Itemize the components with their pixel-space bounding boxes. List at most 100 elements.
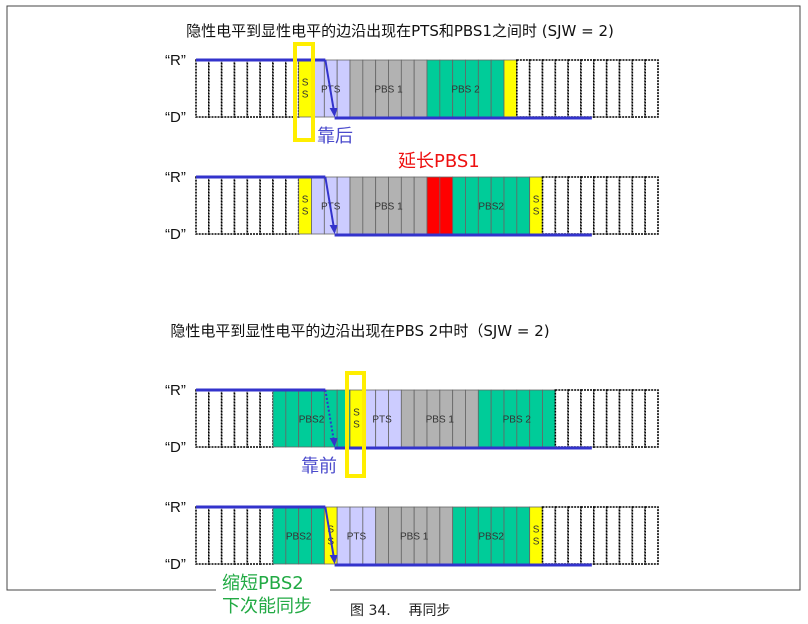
time-quantum-cell	[208, 176, 223, 235]
time-quantum-cell	[426, 506, 441, 565]
time-quantum-cell	[631, 506, 646, 565]
time-quantum-cell	[413, 59, 428, 118]
time-quantum-cell	[400, 59, 415, 118]
time-quantum-cell	[644, 59, 659, 118]
segment-label: PBS2	[478, 532, 504, 543]
segment-label: PBS 2	[451, 85, 480, 96]
time-quantum-cell	[503, 59, 518, 118]
segment-white	[541, 506, 659, 565]
recessive-label: “R”	[165, 499, 186, 516]
arrow-head-icon	[329, 555, 338, 564]
time-quantum-cell	[503, 506, 518, 565]
time-quantum-cell	[542, 389, 556, 448]
time-quantum-cell	[644, 389, 659, 448]
time-quantum-cell	[375, 506, 389, 565]
time-quantum-cell	[618, 506, 634, 565]
segment-label: PBS2	[299, 415, 325, 426]
time-quantum-cell	[644, 176, 659, 235]
segment-pts: PTS	[336, 506, 377, 565]
segment-white	[195, 59, 300, 118]
time-quantum-cell	[272, 59, 287, 118]
time-quantum-cell	[593, 389, 608, 448]
segment-sync	[503, 59, 518, 118]
recessive-label: “R”	[165, 52, 186, 69]
time-quantum-cell	[541, 59, 557, 118]
segment-white	[195, 389, 274, 448]
time-quantum-cell	[605, 59, 621, 118]
dominant-label: “D”	[165, 556, 186, 573]
time-quantum-cell	[246, 389, 261, 448]
time-quantum-cell	[220, 506, 236, 565]
time-quantum-cell	[580, 389, 595, 448]
time-quantum-cell	[233, 389, 249, 448]
time-quantum-cell	[452, 506, 466, 565]
time-quantum-cell	[593, 176, 608, 235]
time-quantum-cell	[233, 506, 249, 565]
time-quantum-cell	[605, 506, 621, 565]
time-quantum-cell	[477, 59, 492, 118]
time-quantum-cell	[631, 389, 646, 448]
segment-pts: PTS	[362, 389, 402, 448]
segment-white	[195, 506, 274, 565]
segment-label: PBS 1	[374, 202, 403, 213]
time-quantum-cell	[580, 59, 595, 118]
segment-pbs2: PBS 2	[477, 389, 556, 448]
edge-transition-line	[324, 389, 336, 446]
segment-pbs1: PBS 1	[375, 506, 454, 565]
time-quantum-cell	[516, 176, 531, 235]
section-title-2: 隐性电平到显性电平的边沿出现在PBS 2中时（SJW = 2)	[170, 322, 549, 340]
section-title-1: 隐性电平到显性电平的边沿出现在PTS和PBS1之间时 (SJW = 2)	[186, 22, 614, 40]
time-quantum-cell	[208, 389, 223, 448]
time-quantum-cell	[195, 59, 210, 118]
time-quantum-cell	[554, 59, 569, 118]
arrow-head-icon	[329, 108, 338, 117]
time-quantum-cell	[503, 176, 518, 235]
segment-label: PTS	[372, 415, 392, 426]
time-quantum-cell	[465, 506, 479, 565]
time-quantum-cell	[605, 389, 621, 448]
time-quantum-cell	[400, 389, 415, 448]
time-quantum-cell	[285, 389, 300, 448]
time-quantum-cell	[554, 506, 569, 565]
time-quantum-cell	[259, 506, 274, 565]
segment-label: PBS 1	[426, 415, 455, 426]
note-later: 靠后	[317, 126, 353, 147]
edge-transition-line	[324, 506, 336, 563]
time-quantum-cell	[272, 506, 287, 565]
time-quantum-cell	[195, 176, 210, 235]
time-quantum-cell	[233, 59, 249, 118]
edge-transition-line	[324, 176, 336, 233]
time-quantum-cell	[349, 389, 364, 448]
segment-pbs2: PBS2	[452, 506, 531, 565]
time-quantum-cell	[580, 506, 595, 565]
time-quantum-cell	[246, 176, 261, 235]
time-quantum-cell	[567, 59, 582, 118]
time-quantum-cell	[490, 59, 505, 118]
time-quantum-cell	[452, 389, 466, 448]
time-quantum-cell	[259, 176, 274, 235]
time-quantum-cell	[259, 389, 274, 448]
time-quantum-cell	[298, 59, 312, 118]
segment-pbs1: PBS 1	[400, 389, 479, 448]
segment-white	[516, 59, 659, 118]
time-quantum-cell	[349, 59, 364, 118]
time-quantum-cell	[311, 506, 325, 565]
arrow-head-icon	[329, 225, 338, 234]
segment-label: PTS	[347, 532, 367, 543]
figure-frame	[6, 5, 801, 591]
time-quantum-cell	[529, 176, 543, 235]
segment-pbs1: PBS 1	[349, 59, 428, 118]
time-quantum-cell	[220, 389, 236, 448]
time-quantum-cell	[477, 389, 492, 448]
note-shorten-pbs2: 缩短PBS2	[222, 573, 304, 594]
time-quantum-cell	[554, 389, 569, 448]
time-quantum-cell	[349, 176, 364, 235]
